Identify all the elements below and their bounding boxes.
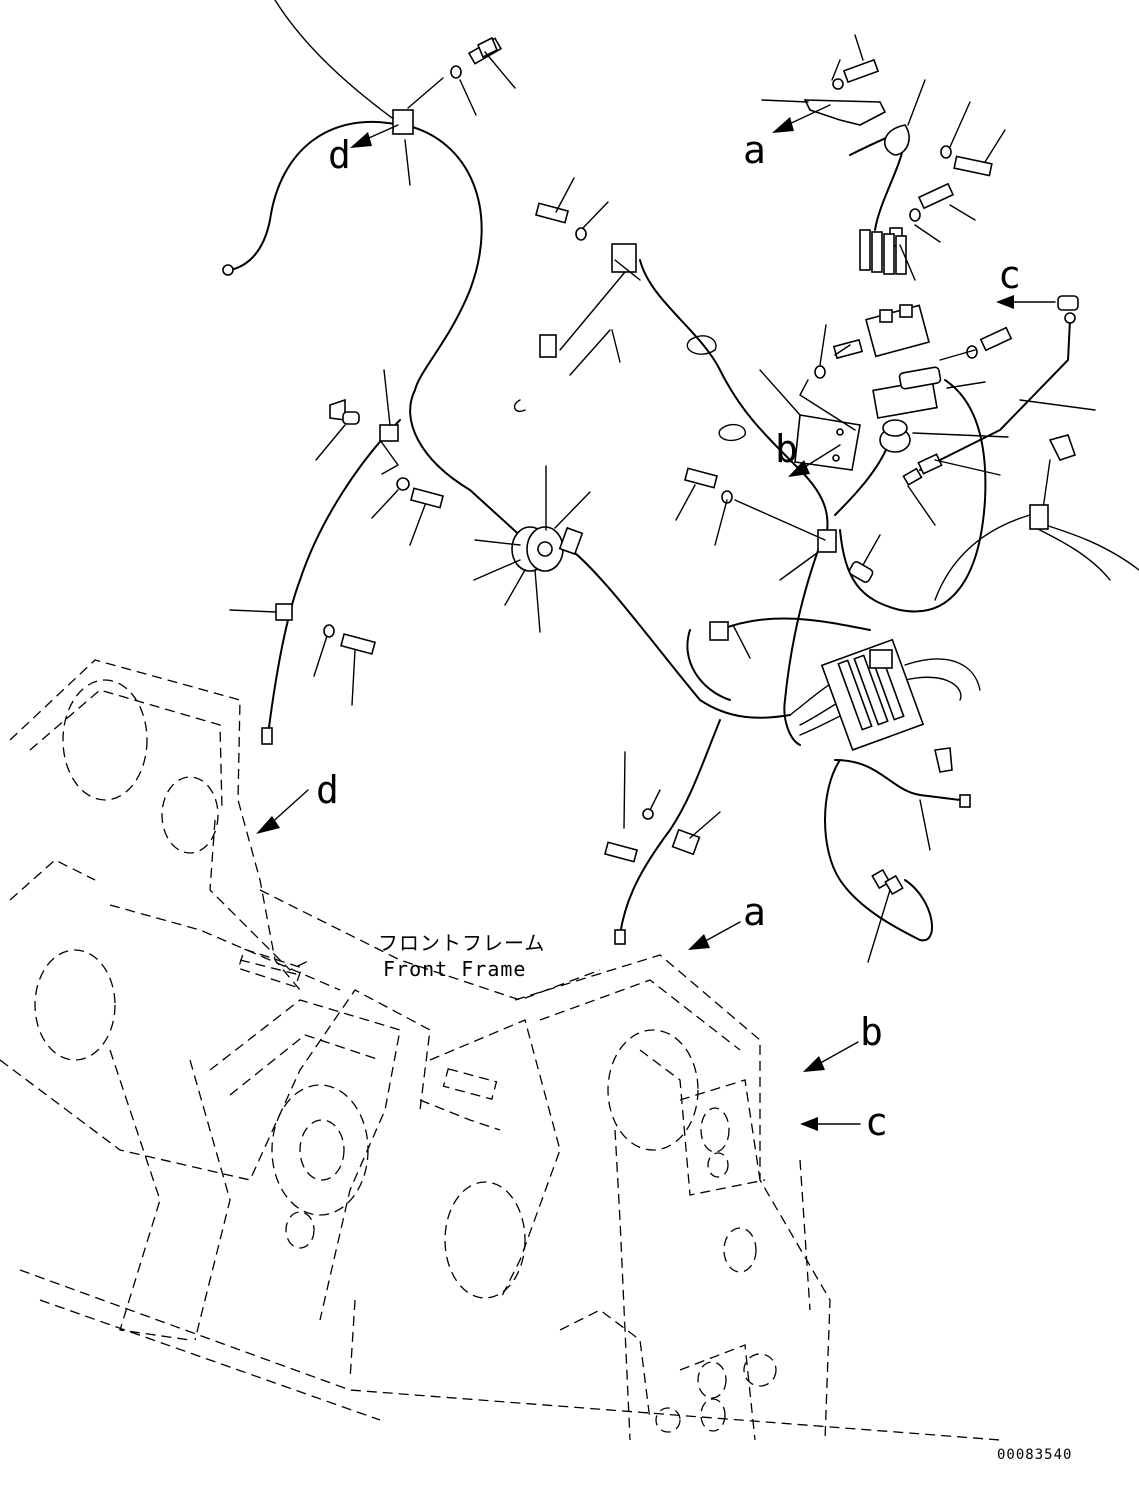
callout-c-top: c	[998, 253, 1021, 297]
front-frame-label-en: Front Frame	[383, 957, 526, 981]
callout-b-lower: b	[860, 1010, 883, 1054]
callout-d-lower: d	[316, 768, 339, 812]
document-number: 00083540	[997, 1447, 1072, 1463]
front-frame	[0, 659, 1001, 1441]
front-frame-label-jp: フロントフレーム	[378, 931, 545, 955]
callout-arrows	[256, 104, 1056, 1131]
leader-lines	[229, 34, 1096, 963]
callout-b-top: b	[775, 427, 798, 471]
callout-d-top: d	[328, 133, 351, 177]
parts	[275, 36, 1079, 896]
connector-bundle	[859, 229, 907, 275]
bolt-1	[450, 36, 503, 79]
callout-a-lower: a	[743, 890, 766, 934]
control-valve	[820, 638, 925, 751]
callout-a-top: a	[743, 128, 766, 172]
callout-c-lower: c	[865, 1100, 888, 1144]
